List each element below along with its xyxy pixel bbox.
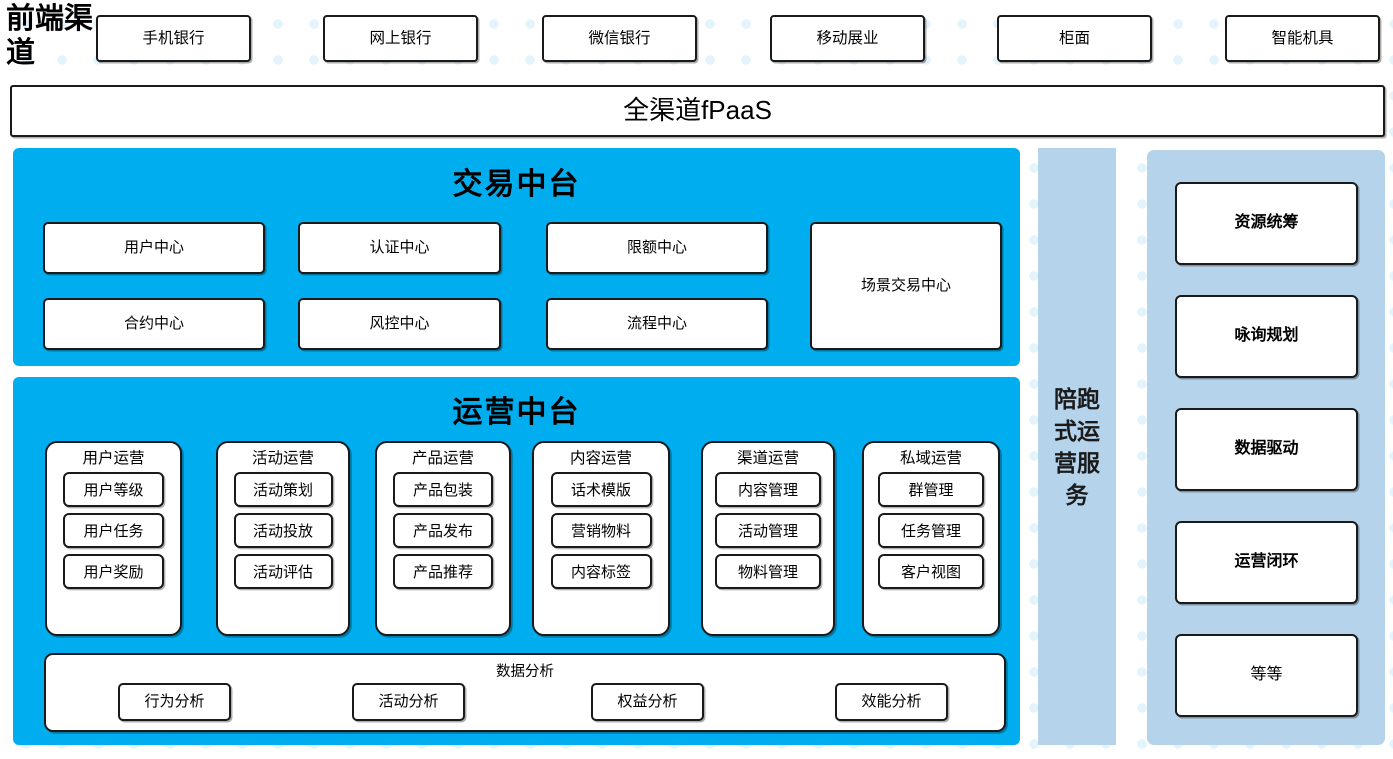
ops-item-4-3[interactable]: 内容标签 <box>550 554 652 590</box>
ops-item-1-3[interactable]: 用户奖励 <box>63 554 164 590</box>
ops-group-title: 渠道运营 <box>736 450 799 467</box>
ops-item-3-2[interactable]: 产品发布 <box>393 513 493 549</box>
ops-item-2-2[interactable]: 活动投放 <box>233 513 333 549</box>
ops-group-4: 内容运营话术模版营销物料内容标签 <box>532 441 670 636</box>
trade-center-box-4[interactable]: 场景交易中心 <box>810 222 1002 350</box>
omni-channel-fpaas-bar[interactable]: 全渠道fPaaS <box>10 85 1385 137</box>
ops-item-2-3[interactable]: 活动评估 <box>233 554 333 590</box>
trade-center-box-5[interactable]: 合约中心 <box>43 298 265 350</box>
ops-item-2-1[interactable]: 活动策划 <box>233 472 333 508</box>
ops-item-list: 内容管理活动管理物料管理 <box>703 472 833 590</box>
data-analysis-box-2[interactable]: 活动分析 <box>352 683 465 721</box>
ops-center-title: 运营中台 <box>452 396 581 429</box>
channel-box-4[interactable]: 移动展业 <box>770 15 925 62</box>
channel-box-3[interactable]: 微信银行 <box>542 15 697 62</box>
trade-center-box-7[interactable]: 流程中心 <box>546 298 768 350</box>
trade-center-panel: 交易中台 用户中心认证中心限额中心场景交易中心合约中心风控中心流程中心 <box>13 148 1020 366</box>
channel-box-2[interactable]: 网上银行 <box>323 15 478 62</box>
ops-item-6-2[interactable]: 任务管理 <box>878 513 984 549</box>
ops-item-list: 用户等级用户任务用户奖励 <box>47 472 180 590</box>
channel-box-5[interactable]: 柜面 <box>997 15 1152 62</box>
ops-group-title: 活动运营 <box>251 450 314 467</box>
ops-item-5-3[interactable]: 物料管理 <box>715 554 821 590</box>
ops-item-4-2[interactable]: 营销物料 <box>550 513 652 549</box>
capability-box-1[interactable]: 资源统筹 <box>1175 182 1358 265</box>
ops-group-title: 产品运营 <box>411 450 474 467</box>
accompanying-operation-service-column: 陪跑式运营服务 <box>1038 148 1116 745</box>
data-analysis-box-3[interactable]: 权益分析 <box>591 683 704 721</box>
channel-box-6[interactable]: 智能机具 <box>1225 15 1380 62</box>
trade-center-box-3[interactable]: 限额中心 <box>546 222 768 274</box>
ops-item-3-1[interactable]: 产品包装 <box>393 472 493 508</box>
trade-center-box-1[interactable]: 用户中心 <box>43 222 265 274</box>
data-analysis-box-4[interactable]: 效能分析 <box>835 683 948 721</box>
ops-center-panel: 运营中台 用户运营用户等级用户任务用户奖励活动运营活动策划活动投放活动评估产品运… <box>13 377 1020 745</box>
ops-group-5: 渠道运营内容管理活动管理物料管理 <box>701 441 835 636</box>
capability-box-3[interactable]: 数据驱动 <box>1175 408 1358 491</box>
ops-group-title: 私域运营 <box>899 450 962 467</box>
ops-group-2: 活动运营活动策划活动投放活动评估 <box>216 441 350 636</box>
ops-group-title: 内容运营 <box>569 450 632 467</box>
ops-group-3: 产品运营产品包装产品发布产品推荐 <box>375 441 511 636</box>
data-analysis-section: 数据分析 行为分析 活动分析 权益分析 效能分析 <box>44 653 1006 732</box>
data-analysis-title: 数据分析 <box>496 664 554 680</box>
trade-center-box-6[interactable]: 风控中心 <box>298 298 501 350</box>
ops-item-list: 活动策划活动投放活动评估 <box>218 472 348 590</box>
ops-item-3-3[interactable]: 产品推荐 <box>393 554 493 590</box>
service-column-label: 陪跑式运营服务 <box>1054 385 1100 508</box>
ops-item-4-1[interactable]: 话术模版 <box>550 472 652 508</box>
ops-item-1-1[interactable]: 用户等级 <box>63 472 164 508</box>
channel-box-1[interactable]: 手机银行 <box>96 15 251 62</box>
ops-group-6: 私域运营群管理任务管理客户视图 <box>862 441 1000 636</box>
ops-item-5-1[interactable]: 内容管理 <box>715 472 821 508</box>
trade-center-title: 交易中台 <box>452 168 581 201</box>
ops-group-1: 用户运营用户等级用户任务用户奖励 <box>45 441 182 636</box>
ops-item-list: 产品包装产品发布产品推荐 <box>377 472 509 590</box>
data-analysis-box-1[interactable]: 行为分析 <box>118 683 231 721</box>
ops-item-6-3[interactable]: 客户视图 <box>878 554 984 590</box>
front-end-channel-label: 前端渠道 <box>6 3 94 69</box>
capability-panel: 资源统筹咏询规划数据驱动运营闭环等等 <box>1147 150 1385 745</box>
capability-box-5[interactable]: 等等 <box>1175 634 1358 717</box>
ops-item-1-2[interactable]: 用户任务 <box>63 513 164 549</box>
ops-item-list: 群管理任务管理客户视图 <box>864 472 998 590</box>
ops-item-list: 话术模版营销物料内容标签 <box>534 472 668 590</box>
capability-box-4[interactable]: 运营闭环 <box>1175 521 1358 604</box>
capability-box-2[interactable]: 咏询规划 <box>1175 295 1358 378</box>
ops-item-6-1[interactable]: 群管理 <box>878 472 984 508</box>
trade-center-box-2[interactable]: 认证中心 <box>298 222 501 274</box>
ops-group-title: 用户运营 <box>82 450 145 467</box>
ops-item-5-2[interactable]: 活动管理 <box>715 513 821 549</box>
